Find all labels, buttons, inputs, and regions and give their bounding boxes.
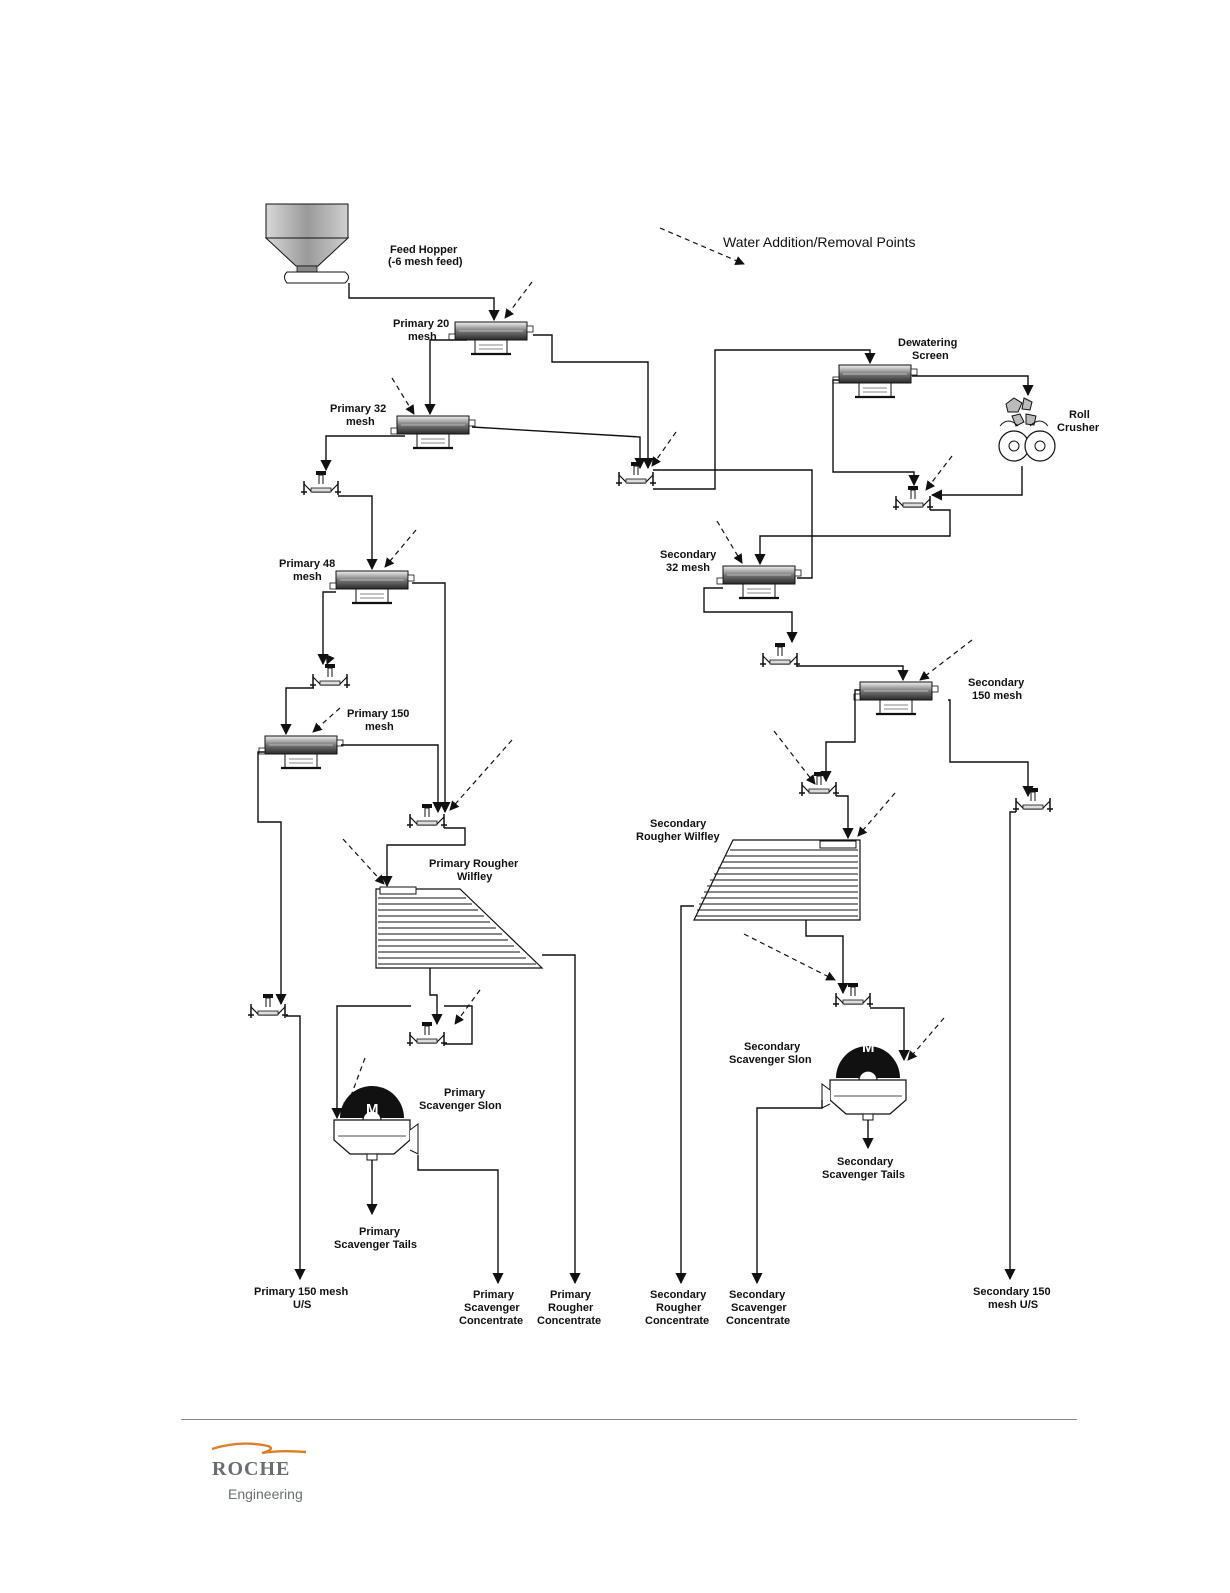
secondary-150-label-2: 150 mesh [972, 690, 1022, 702]
pump-primary-slon-feed [406, 1021, 448, 1047]
secondary-rougher-concentrate-label-2: Rougher [656, 1302, 702, 1314]
pump-central-sump [615, 461, 657, 487]
primary-rougher-concentrate-label-3: Concentrate [537, 1315, 601, 1327]
secondary-scavenger-concentrate-label: Secondary [729, 1289, 786, 1301]
pump-secondary-150-underflow [798, 771, 840, 797]
secondary-32-mesh-screen [715, 564, 803, 600]
primary-20-mesh-screen [447, 320, 535, 356]
primary-rougher-wilfley-label: Primary Rougher [429, 858, 519, 870]
primary-rougher-wilfley-table [375, 886, 544, 969]
secondary-scavenger-slon-label: Secondary [744, 1041, 801, 1053]
secondary-150-mesh-screen [852, 680, 940, 716]
secondary-32-label: Secondary [660, 549, 717, 561]
dewatering-label-2: Screen [912, 350, 949, 362]
secondary-rougher-wilfley-label: Secondary [650, 818, 707, 830]
primary-rougher-wilfley-label-2: Wilfley [457, 871, 493, 883]
roll-crusher [998, 397, 1056, 462]
pump-primary-48-underflow [309, 663, 351, 689]
pump-primary-150-underflow [247, 993, 289, 1019]
primary-rougher-concentrate-label-2: Rougher [548, 1302, 594, 1314]
primary-20-label: Primary 20 [393, 318, 449, 330]
process-flow-lines [257, 283, 1034, 1285]
secondary-scavenger-tails-label: Secondary [837, 1156, 894, 1168]
primary-scavenger-slon-label: Primary [444, 1087, 486, 1099]
primary-48-label-2: mesh [293, 571, 322, 583]
primary-48-label: Primary 48 [279, 558, 335, 570]
secondary-rougher-wilfley-label-2: Rougher Wilfley [636, 831, 721, 843]
logo-swoosh-icon [211, 1442, 307, 1455]
secondary-scavenger-concentrate-label-3: Concentrate [726, 1315, 790, 1327]
secondary-rougher-concentrate-label: Secondary [650, 1289, 707, 1301]
primary-scavenger-concentrate-label-2: Scavenger [464, 1302, 520, 1314]
pump-secondary-slon-feed [832, 982, 874, 1008]
logo-wordmark: ROCHE [212, 1458, 291, 1480]
feed-hopper-label: Feed Hopper [390, 244, 458, 256]
dewatering-screen [831, 363, 919, 399]
primary-150-us-label-2: U/S [293, 1299, 311, 1311]
primary-32-mesh-screen [389, 414, 477, 450]
pump-roll-crusher [892, 485, 934, 511]
logo-subtitle: Engineering [228, 1486, 303, 1502]
pump-primary-wilfley-feed [406, 803, 448, 829]
primary-20-label-2: mesh [408, 331, 437, 343]
secondary-rougher-wilfley-table [693, 839, 861, 921]
primary-scavenger-slon: M [333, 1085, 419, 1161]
primary-32-label-2: mesh [346, 416, 375, 428]
primary-rougher-concentrate-label: Primary [550, 1289, 592, 1301]
primary-scavenger-concentrate-label-3: Concentrate [459, 1315, 523, 1327]
secondary-scavenger-concentrate-label-2: Scavenger [731, 1302, 787, 1314]
pump-secondary-150-oversize [1012, 787, 1054, 813]
secondary-scavenger-tails-label-2: Scavenger Tails [822, 1169, 905, 1181]
feed-hopper-sublabel: (-6 mesh feed) [388, 256, 463, 268]
pump-primary-32-underflow [300, 470, 342, 496]
water-legend-arrow [659, 227, 745, 266]
secondary-scavenger-slon: M [821, 1039, 907, 1121]
primary-scavenger-tails-label-2: Scavenger Tails [334, 1239, 417, 1251]
primary-32-label: Primary 32 [330, 403, 386, 415]
roll-crusher-label-2: Crusher [1057, 422, 1100, 434]
secondary-150-us-label: Secondary 150 [973, 1286, 1051, 1298]
secondary-150-us-label-2: mesh U/S [988, 1299, 1038, 1311]
pump-secondary-32-underflow [759, 642, 801, 668]
primary-scavenger-tails-label: Primary [359, 1226, 401, 1238]
primary-scavenger-slon-label-2: Scavenger Slon [419, 1100, 502, 1112]
roche-engineering-logo: ROCHE Engineering [210, 1440, 320, 1512]
secondary-150-label: Secondary [968, 677, 1025, 689]
primary-150-mesh-screen [257, 734, 345, 770]
primary-48-mesh-screen [328, 569, 416, 605]
water-addition-points [312, 281, 973, 1113]
footer-divider [181, 1419, 1077, 1420]
roll-crusher-label: Roll [1069, 409, 1090, 421]
primary-150-label-2: mesh [365, 721, 394, 733]
water-legend-label: Water Addition/Removal Points [723, 234, 915, 250]
primary-150-us-label: Primary 150 mesh [254, 1286, 348, 1298]
secondary-scavenger-slon-label-2: Scavenger Slon [729, 1054, 812, 1066]
feed-hopper [264, 203, 350, 284]
primary-scavenger-concentrate-label: Primary [473, 1289, 515, 1301]
dewatering-label: Dewatering [898, 337, 957, 349]
primary-150-label: Primary 150 [347, 708, 409, 720]
secondary-32-label-2: 32 mesh [666, 562, 710, 574]
primary-slon-motor-label: M [366, 1101, 379, 1118]
secondary-rougher-concentrate-label-3: Concentrate [645, 1315, 709, 1327]
secondary-slon-motor-label: M [862, 1039, 875, 1056]
